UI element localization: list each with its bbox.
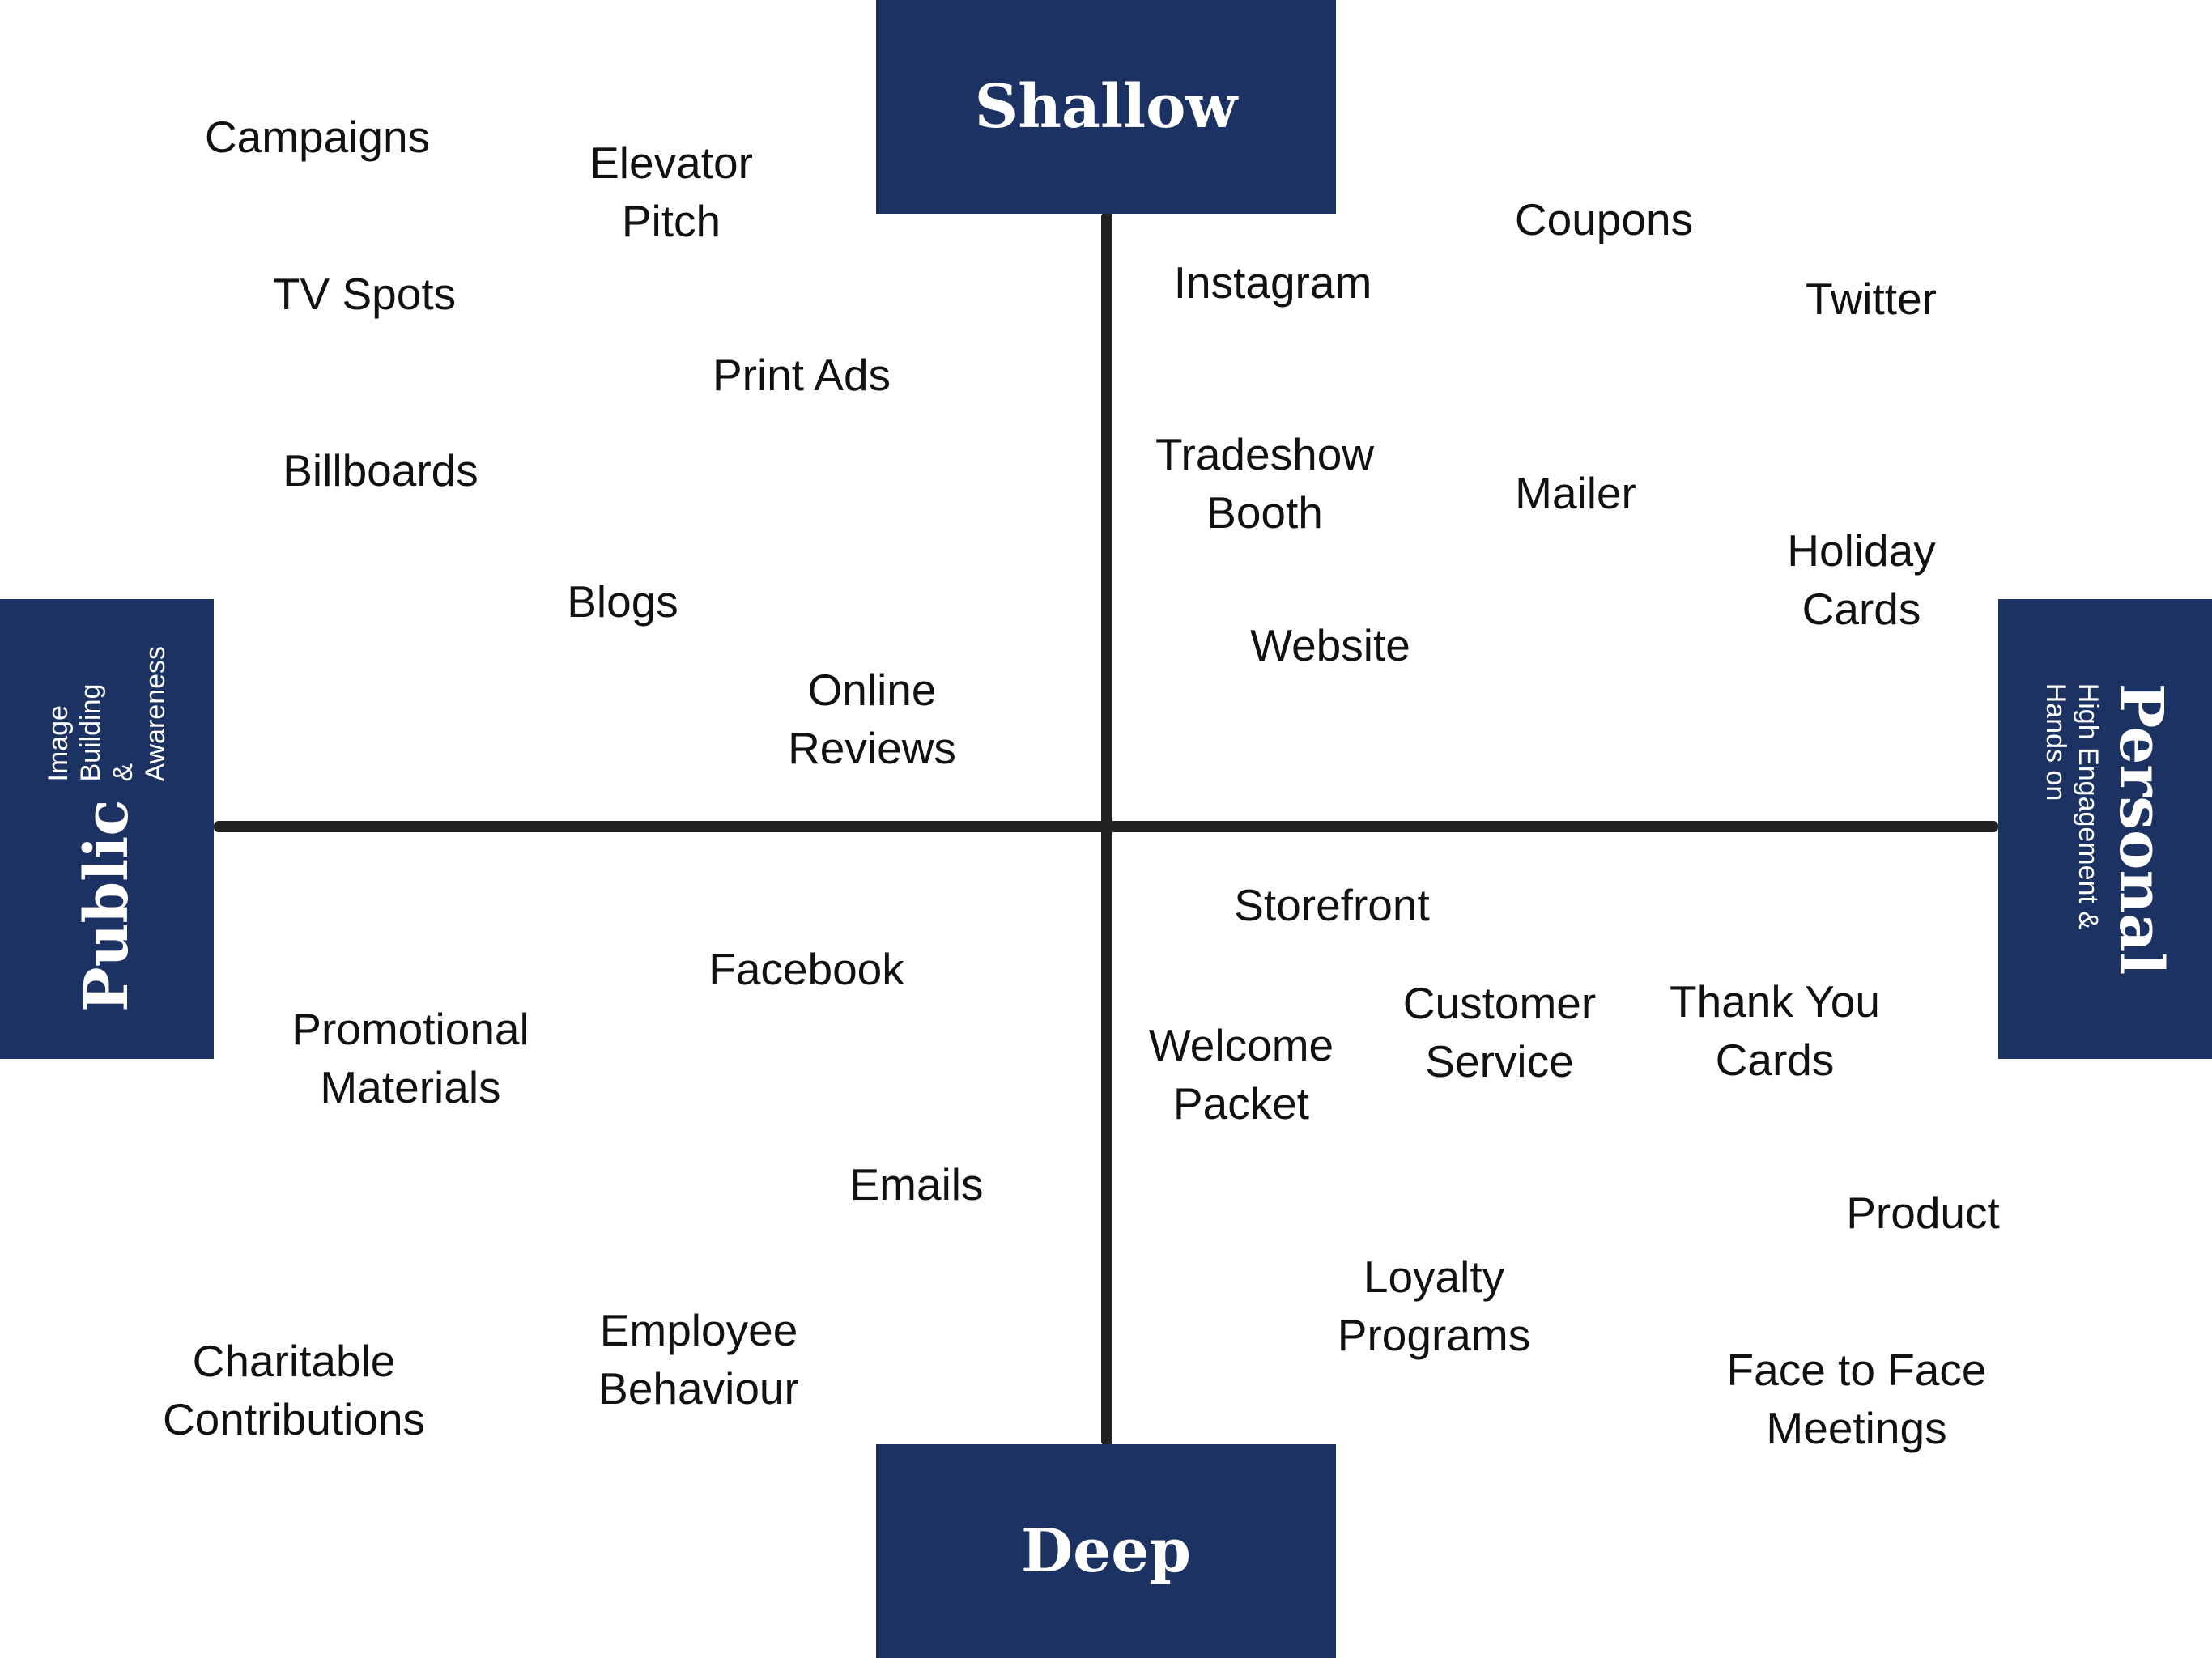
- item-holiday-cards: Holiday Cards: [1787, 525, 1936, 634]
- item-promotional-materials: Promotional Materials: [291, 1004, 530, 1112]
- item-instagram: Instagram: [1173, 257, 1372, 308]
- item-emails: Emails: [849, 1159, 984, 1209]
- item-print-ads: Print Ads: [712, 350, 891, 400]
- item-coupons: Coupons: [1514, 194, 1694, 244]
- personal-axis-label-group: Personal High Engagement & Hands on: [2040, 682, 2176, 976]
- public-axis-label-group: Public Image Building & Awareness: [42, 646, 172, 1012]
- item-loyalty-programs: Loyalty Programs: [1337, 1252, 1531, 1360]
- deep-axis-panel: Deep: [876, 1444, 1336, 1658]
- shallow-axis-title: Shallow: [974, 72, 1238, 142]
- horizontal-axis-line: [214, 821, 1998, 832]
- item-welcome-packet: Welcome Packet: [1148, 1020, 1334, 1129]
- item-face-to-face-meetings: Face to Face Meetings: [1726, 1345, 1987, 1453]
- personal-axis-subtitle: High Engagement & Hands on: [2040, 682, 2104, 930]
- item-twitter: Twitter: [1806, 274, 1937, 324]
- personal-axis-panel: Personal High Engagement & Hands on: [1998, 599, 2212, 1059]
- item-thank-you-cards: Thank You Cards: [1670, 976, 1880, 1085]
- item-blogs: Blogs: [567, 576, 678, 627]
- item-tv-spots: TV Spots: [272, 269, 457, 319]
- item-campaigns: Campaigns: [204, 112, 431, 162]
- personal-axis-title: Personal: [2106, 682, 2176, 976]
- item-website: Website: [1250, 620, 1410, 670]
- item-product: Product: [1846, 1188, 2000, 1238]
- public-axis-title: Public: [72, 799, 142, 1013]
- item-mailer: Mailer: [1515, 468, 1636, 518]
- item-charitable-contributions: Charitable Contributions: [162, 1336, 426, 1444]
- public-axis-panel: Public Image Building & Awareness: [0, 599, 214, 1059]
- item-customer-service: Customer Service: [1402, 978, 1597, 1086]
- item-storefront: Storefront: [1234, 880, 1430, 930]
- item-elevator-pitch: Elevator Pitch: [589, 138, 753, 246]
- item-tradeshow-booth: Tradeshow Booth: [1155, 429, 1375, 538]
- item-employee-behaviour: Employee Behaviour: [598, 1305, 799, 1414]
- shallow-axis-panel: Shallow: [876, 0, 1336, 214]
- deep-axis-title: Deep: [1020, 1516, 1192, 1586]
- item-online-reviews: Online Reviews: [788, 665, 956, 773]
- item-facebook: Facebook: [708, 944, 904, 994]
- item-billboards: Billboards: [283, 445, 479, 495]
- public-axis-subtitle: Image Building & Awareness: [42, 645, 172, 782]
